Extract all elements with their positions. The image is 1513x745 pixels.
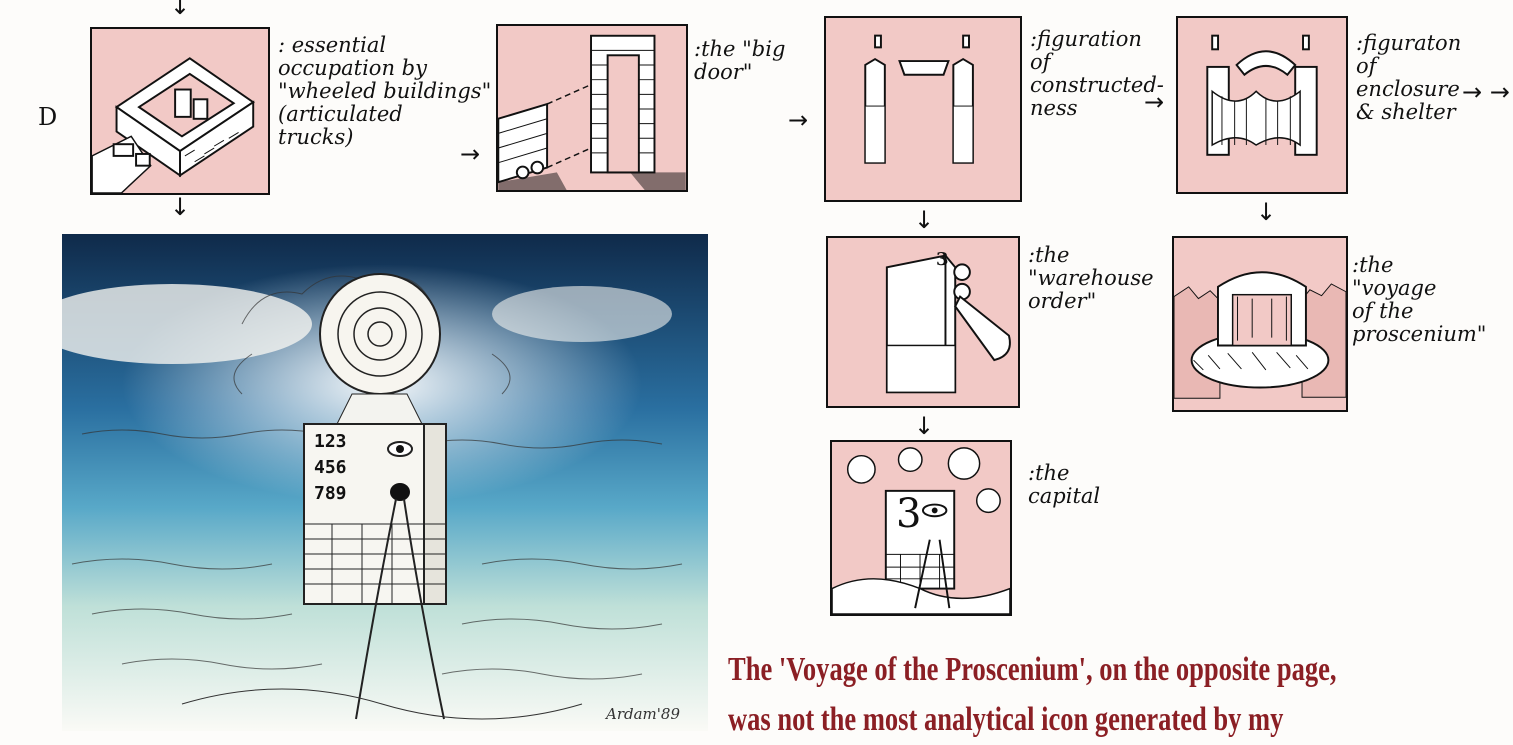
panel-enclosure-shelter [1176,16,1348,194]
artist-signature: Ardam'89 [606,705,680,723]
arrow-down-icon: ↓ [1256,200,1276,224]
arrow-right-icon: → [788,108,808,132]
panel-capital: 3 [830,440,1012,616]
drawing-canvas [62,234,708,731]
note-capital: :the capital [1028,462,1100,508]
caption: The 'Voyage of the Proscenium', on the o… [728,645,1336,745]
warehouse-numeral: 3 [936,248,949,271]
big-door-sketch [498,26,686,190]
panel-constructedness [824,16,1022,202]
arrow-down-icon: ↓ [170,0,190,18]
panel-big-door [496,24,688,192]
warehouse-sketch [828,238,1018,406]
arrow-right-icon: → [1144,90,1164,114]
note-enclosure-shelter: :figuraton of enclosure & shelter [1356,32,1461,124]
note-warehouse-order: :the "warehouse order" [1028,244,1154,313]
caption-line: The 'Voyage of the Proscenium', on the o… [728,645,1336,695]
arrow-right-icon: → → [1462,80,1510,104]
panel-warehouse-order: 3 [826,236,1020,408]
capital-numeral: 3 [896,494,921,534]
columns-sketch [826,18,1020,200]
note-voyage-proscenium: :the "voyage of the proscenium" [1352,254,1486,346]
arrow-down-icon: ↓ [914,208,934,232]
colored-pencil-drawing: 123 456 789 [62,234,708,731]
number-row: 789 [314,481,347,507]
row-label: D [38,106,57,129]
number-grid: 123 456 789 [314,429,347,507]
curtain-sketch [1178,18,1346,192]
proscenium-sketch [1174,238,1346,410]
courtyard-sketch [92,29,268,193]
note-essential-occupation: : essential occupation by "wheeled build… [278,34,491,149]
panel-essential-occupation [90,27,270,195]
number-row: 456 [314,455,347,481]
panel-voyage-proscenium [1172,236,1348,412]
number-row: 123 [314,429,347,455]
arrow-down-icon: ↓ [914,414,934,438]
arrow-down-icon: ↓ [170,195,190,219]
caption-line: was not the most analytical icon generat… [728,695,1336,745]
arrow-right-icon: → [460,142,480,166]
note-big-door: :the "big door" [694,38,785,84]
